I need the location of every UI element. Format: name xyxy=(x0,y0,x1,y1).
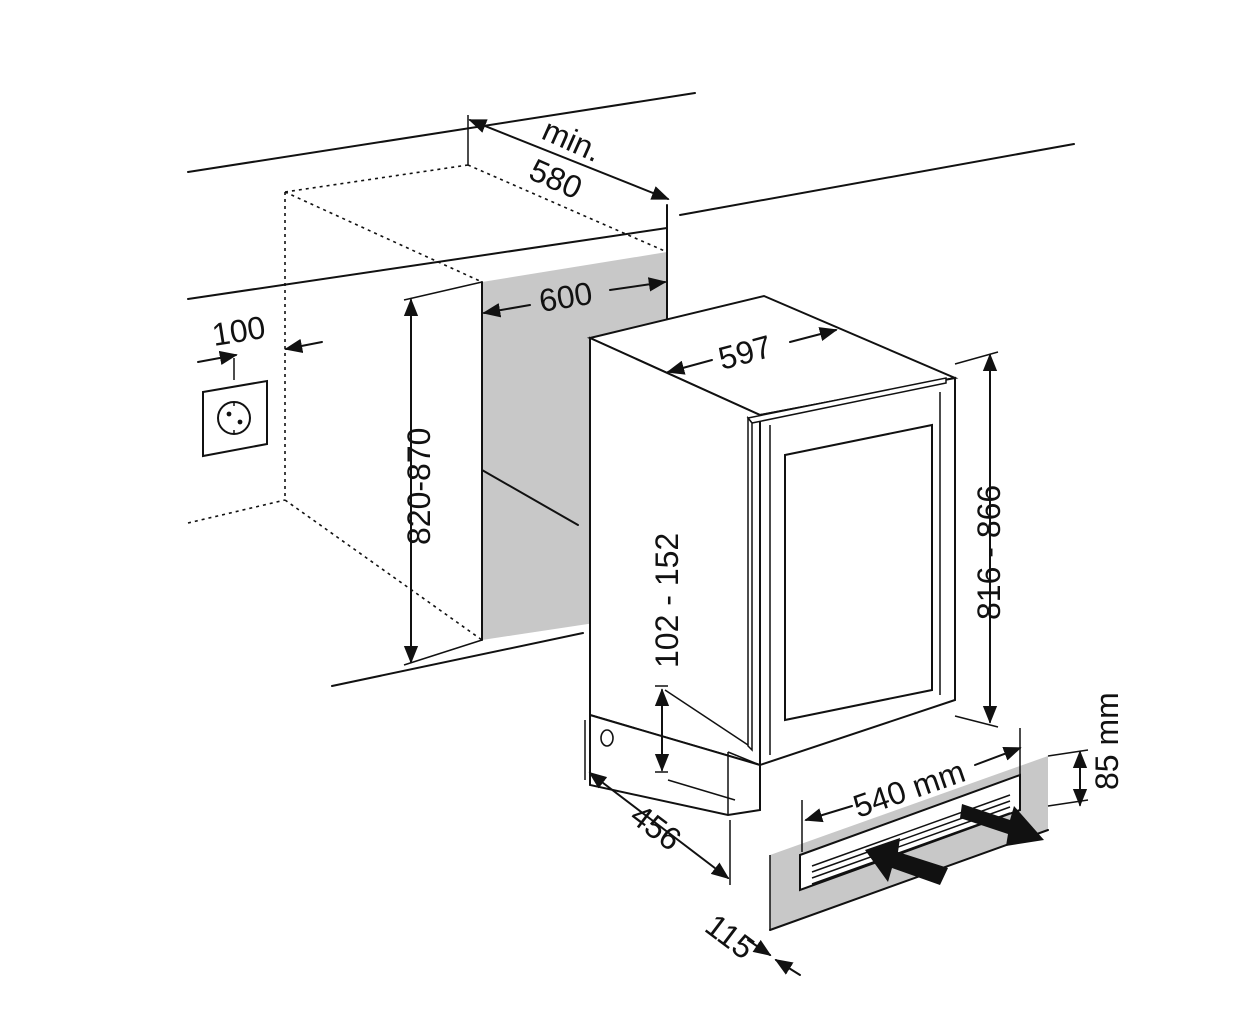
plinth-recess-label: 115 xyxy=(699,907,761,966)
plinth-height-label: 102 - 152 xyxy=(649,533,685,668)
airflow-arrow-in-icon xyxy=(865,838,948,885)
appliance-height-label: 816 - 866 xyxy=(971,485,1007,620)
power-socket-icon xyxy=(202,379,268,458)
airflow-arrow-out-icon xyxy=(960,804,1044,846)
dimension-lines xyxy=(197,115,1089,976)
socket-offset-label: 100 xyxy=(209,309,267,353)
appliance-body xyxy=(586,294,959,817)
glass-door xyxy=(784,423,933,722)
vent-height-label: 85 mm xyxy=(1089,692,1125,790)
worktop-lines xyxy=(187,92,1075,687)
niche-height-label: 820-870 xyxy=(401,428,437,545)
niche-width-label: 600 xyxy=(536,275,594,319)
